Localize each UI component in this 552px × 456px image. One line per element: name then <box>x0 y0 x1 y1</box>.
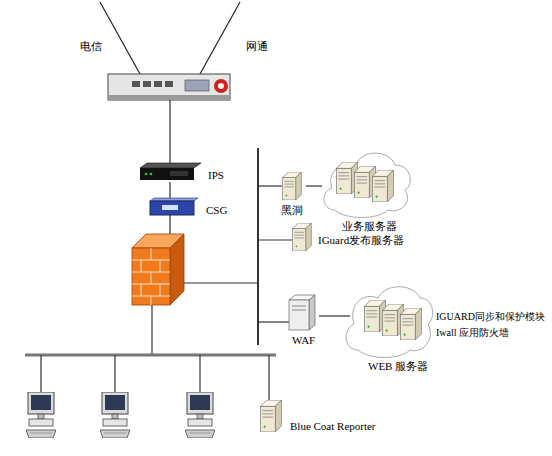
device-label: IGUARD同步和保护模块 <box>436 310 545 323</box>
network-link <box>169 182 170 198</box>
network-link <box>306 185 322 186</box>
device-label: IGuard发布服务器 <box>318 234 404 247</box>
ips-device <box>140 163 201 180</box>
device-label: Iwall 应用防火墙 <box>436 326 509 339</box>
waf-device <box>289 295 315 330</box>
device-node: 黑洞 <box>280 170 306 217</box>
device-label: 黑洞 <box>281 204 303 217</box>
device-label: CSG <box>206 204 227 217</box>
device-label: IPS <box>208 169 224 182</box>
device-label: Blue Coat Reporter <box>290 420 376 433</box>
link-label: 电信 <box>80 40 102 53</box>
pc-icons <box>26 392 215 438</box>
router-device <box>108 74 230 100</box>
device-label: 业务服务器 <box>342 220 397 233</box>
firewall-icon <box>132 234 184 305</box>
wires <box>25 100 292 400</box>
device-label: WEB 服务器 <box>368 360 428 373</box>
device-node: WAF <box>287 294 319 347</box>
device-node: IPS <box>138 160 224 182</box>
network-link <box>319 315 350 316</box>
antennas <box>100 2 240 74</box>
device-node: IGuard发布服务器 <box>290 222 404 252</box>
device-node: Blue Coat Reporter <box>258 398 376 436</box>
device-node: CSG <box>146 198 227 218</box>
csg-device <box>150 198 198 215</box>
device-node: 业务服务器 <box>322 146 412 233</box>
link-label: 网通 <box>246 40 268 53</box>
server-icons <box>260 153 432 432</box>
device-label: WAF <box>292 334 315 347</box>
device-node: IGUARD同步和保护模块 Iwall 应用防火墙 WEB 服务器 <box>350 284 545 373</box>
